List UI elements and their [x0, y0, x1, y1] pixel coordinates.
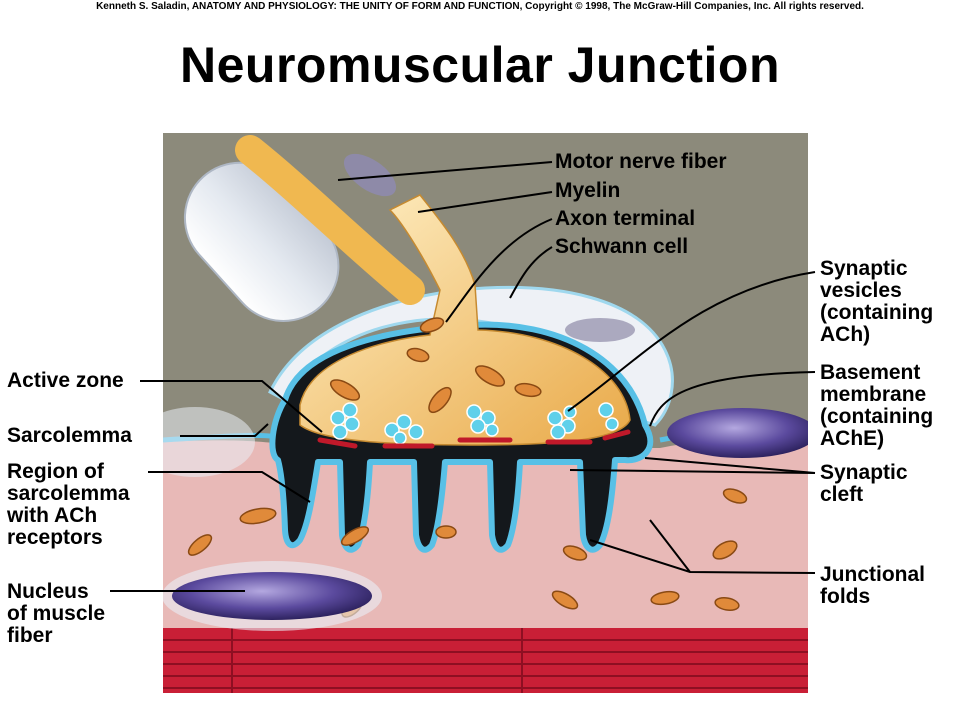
diagram-title: Neuromuscular Junction: [180, 37, 780, 93]
muscle-fiber: [163, 430, 808, 693]
label-synaptic-vesicles: Synaptic vesicles (containing ACh): [820, 257, 934, 346]
label-schwann-cell: Schwann cell: [555, 235, 689, 258]
mitochondria: [187, 317, 748, 618]
label-motor-nerve-fiber: Motor nerve fiber: [555, 150, 727, 173]
label-sarcolemma: Sarcolemma: [7, 424, 132, 447]
label-active-zone: Active zone: [7, 369, 124, 392]
label-axon-terminal: Axon terminal: [555, 207, 696, 230]
label-basement-membrane: Basement membrane (containing AChE): [820, 361, 934, 450]
label-region-ach-receptors: Region of sarcolemma with ACh receptors: [7, 460, 130, 549]
synaptic-vesicles: [330, 402, 619, 445]
leader-lines: [110, 161, 816, 592]
label-myelin: Myelin: [555, 179, 621, 202]
label-nucleus: Nucleus of muscle fiber: [7, 580, 106, 647]
myelin-sheath: [183, 135, 425, 323]
label-junctional-folds: Junctional folds: [820, 563, 926, 608]
label-synaptic-cleft: Synaptic cleft: [820, 461, 908, 506]
axon-terminal: [299, 194, 631, 446]
active-zones: [317, 429, 631, 449]
credit-line: Kenneth S. Saladin, ANATOMY AND PHYSIOLO…: [96, 1, 864, 12]
myofibrils: [163, 628, 808, 693]
muscle-nuclei: [163, 407, 808, 631]
